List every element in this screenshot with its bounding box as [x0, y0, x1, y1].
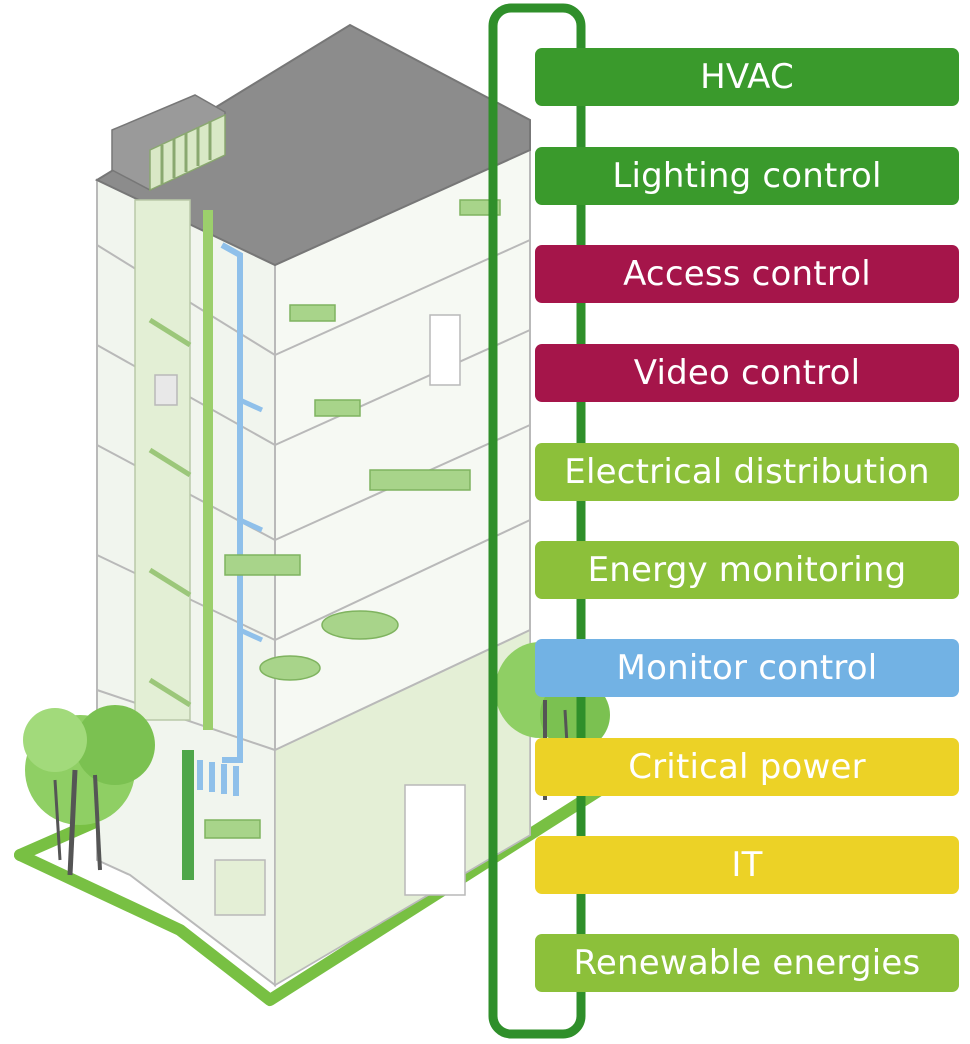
system-label-energy-monitoring: Energy monitoring: [535, 541, 959, 599]
system-label-hvac: HVAC: [535, 48, 959, 106]
system-label-text: Access control: [623, 254, 871, 294]
system-label-text: Video control: [633, 353, 861, 393]
tree-left: [23, 705, 155, 876]
system-label-text: Energy monitoring: [587, 550, 907, 590]
system-label-text: Renewable energies: [573, 943, 921, 983]
system-label-video-control: Video control: [535, 344, 959, 402]
system-label-access-control: Access control: [535, 245, 959, 303]
system-label-text: IT: [731, 845, 763, 885]
system-frame: [488, 3, 586, 1039]
system-label-monitor-control: Monitor control: [535, 639, 959, 697]
system-label-text: HVAC: [700, 57, 794, 97]
system-label-critical-power: Critical power: [535, 738, 959, 796]
roof: [94, 23, 531, 267]
system-label-lighting-control: Lighting control: [535, 147, 959, 205]
building: [94, 23, 531, 988]
system-label-text: Critical power: [628, 747, 866, 787]
system-label-electrical-distribution: Electrical distribution: [535, 443, 959, 501]
system-label-renewable-energies: Renewable energies: [535, 934, 959, 992]
system-label-it: IT: [535, 836, 959, 894]
system-label-text: Monitor control: [616, 648, 878, 688]
system-label-text: Electrical distribution: [564, 452, 930, 492]
system-label-text: Lighting control: [612, 156, 882, 196]
